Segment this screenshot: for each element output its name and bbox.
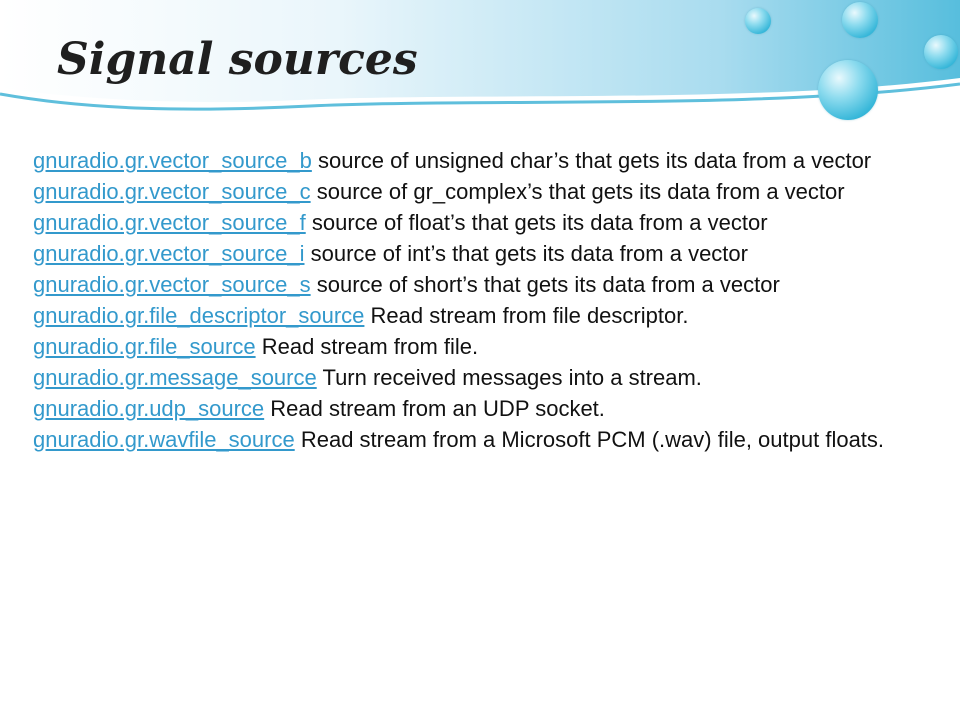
entry-description: Turn received messages into a stream. [322,365,702,390]
entry-link[interactable]: gnuradio.gr.vector_source_f [33,210,306,235]
slide-title: Signal sources [57,34,418,85]
entry-link[interactable]: gnuradio.gr.file_source [33,334,256,359]
list-item: gnuradio.gr.vector_source_s source of sh… [33,269,923,300]
list-item: gnuradio.gr.vector_source_c source of gr… [33,176,923,207]
list-item: gnuradio.gr.file_descriptor_source Read … [33,300,923,331]
bubble-right [924,35,958,69]
list-item: gnuradio.gr.file_source Read stream from… [33,331,923,362]
entry-description: source of float’s that gets its data fro… [311,210,768,235]
wave-decoration [0,0,960,111]
entry-link[interactable]: gnuradio.gr.vector_source_s [33,272,311,297]
list-item: gnuradio.gr.vector_source_i source of in… [33,238,923,269]
source-list: gnuradio.gr.vector_source_b source of un… [33,145,923,455]
entry-link[interactable]: gnuradio.gr.wavfile_source [33,427,295,452]
entry-description: Read stream from a Microsoft PCM (.wav) … [300,427,885,452]
entry-link[interactable]: gnuradio.gr.udp_source [33,396,265,421]
entry-description: source of short’s that gets its data fro… [316,272,780,297]
entry-description: source of unsigned char’s that gets its … [317,148,872,173]
entry-description: Read stream from file descriptor. [370,303,689,328]
entry-link[interactable]: gnuradio.gr.message_source [33,365,317,390]
list-item: gnuradio.gr.wavfile_source Read stream f… [33,424,923,455]
list-item: gnuradio.gr.vector_source_b source of un… [33,145,923,176]
entry-description: source of int’s that gets its data from … [310,241,748,266]
list-item: gnuradio.gr.udp_source Read stream from … [33,393,923,424]
bubble-small-left [745,8,771,34]
bubble-medium-top [842,2,878,38]
entry-link[interactable]: gnuradio.gr.vector_source_b [33,148,312,173]
bubble-large [818,60,878,120]
entry-link[interactable]: gnuradio.gr.vector_source_i [33,241,305,266]
entry-link[interactable]: gnuradio.gr.file_descriptor_source [33,303,365,328]
entry-description: Read stream from an UDP socket. [270,396,605,421]
entry-description: Read stream from file. [261,334,479,359]
header-wave-band [0,0,960,135]
entry-link[interactable]: gnuradio.gr.vector_source_c [33,179,311,204]
list-item: gnuradio.gr.vector_source_f source of fl… [33,207,923,238]
list-item: gnuradio.gr.message_source Turn received… [33,362,923,393]
entry-description: source of gr_complex’s that gets its dat… [316,179,845,204]
